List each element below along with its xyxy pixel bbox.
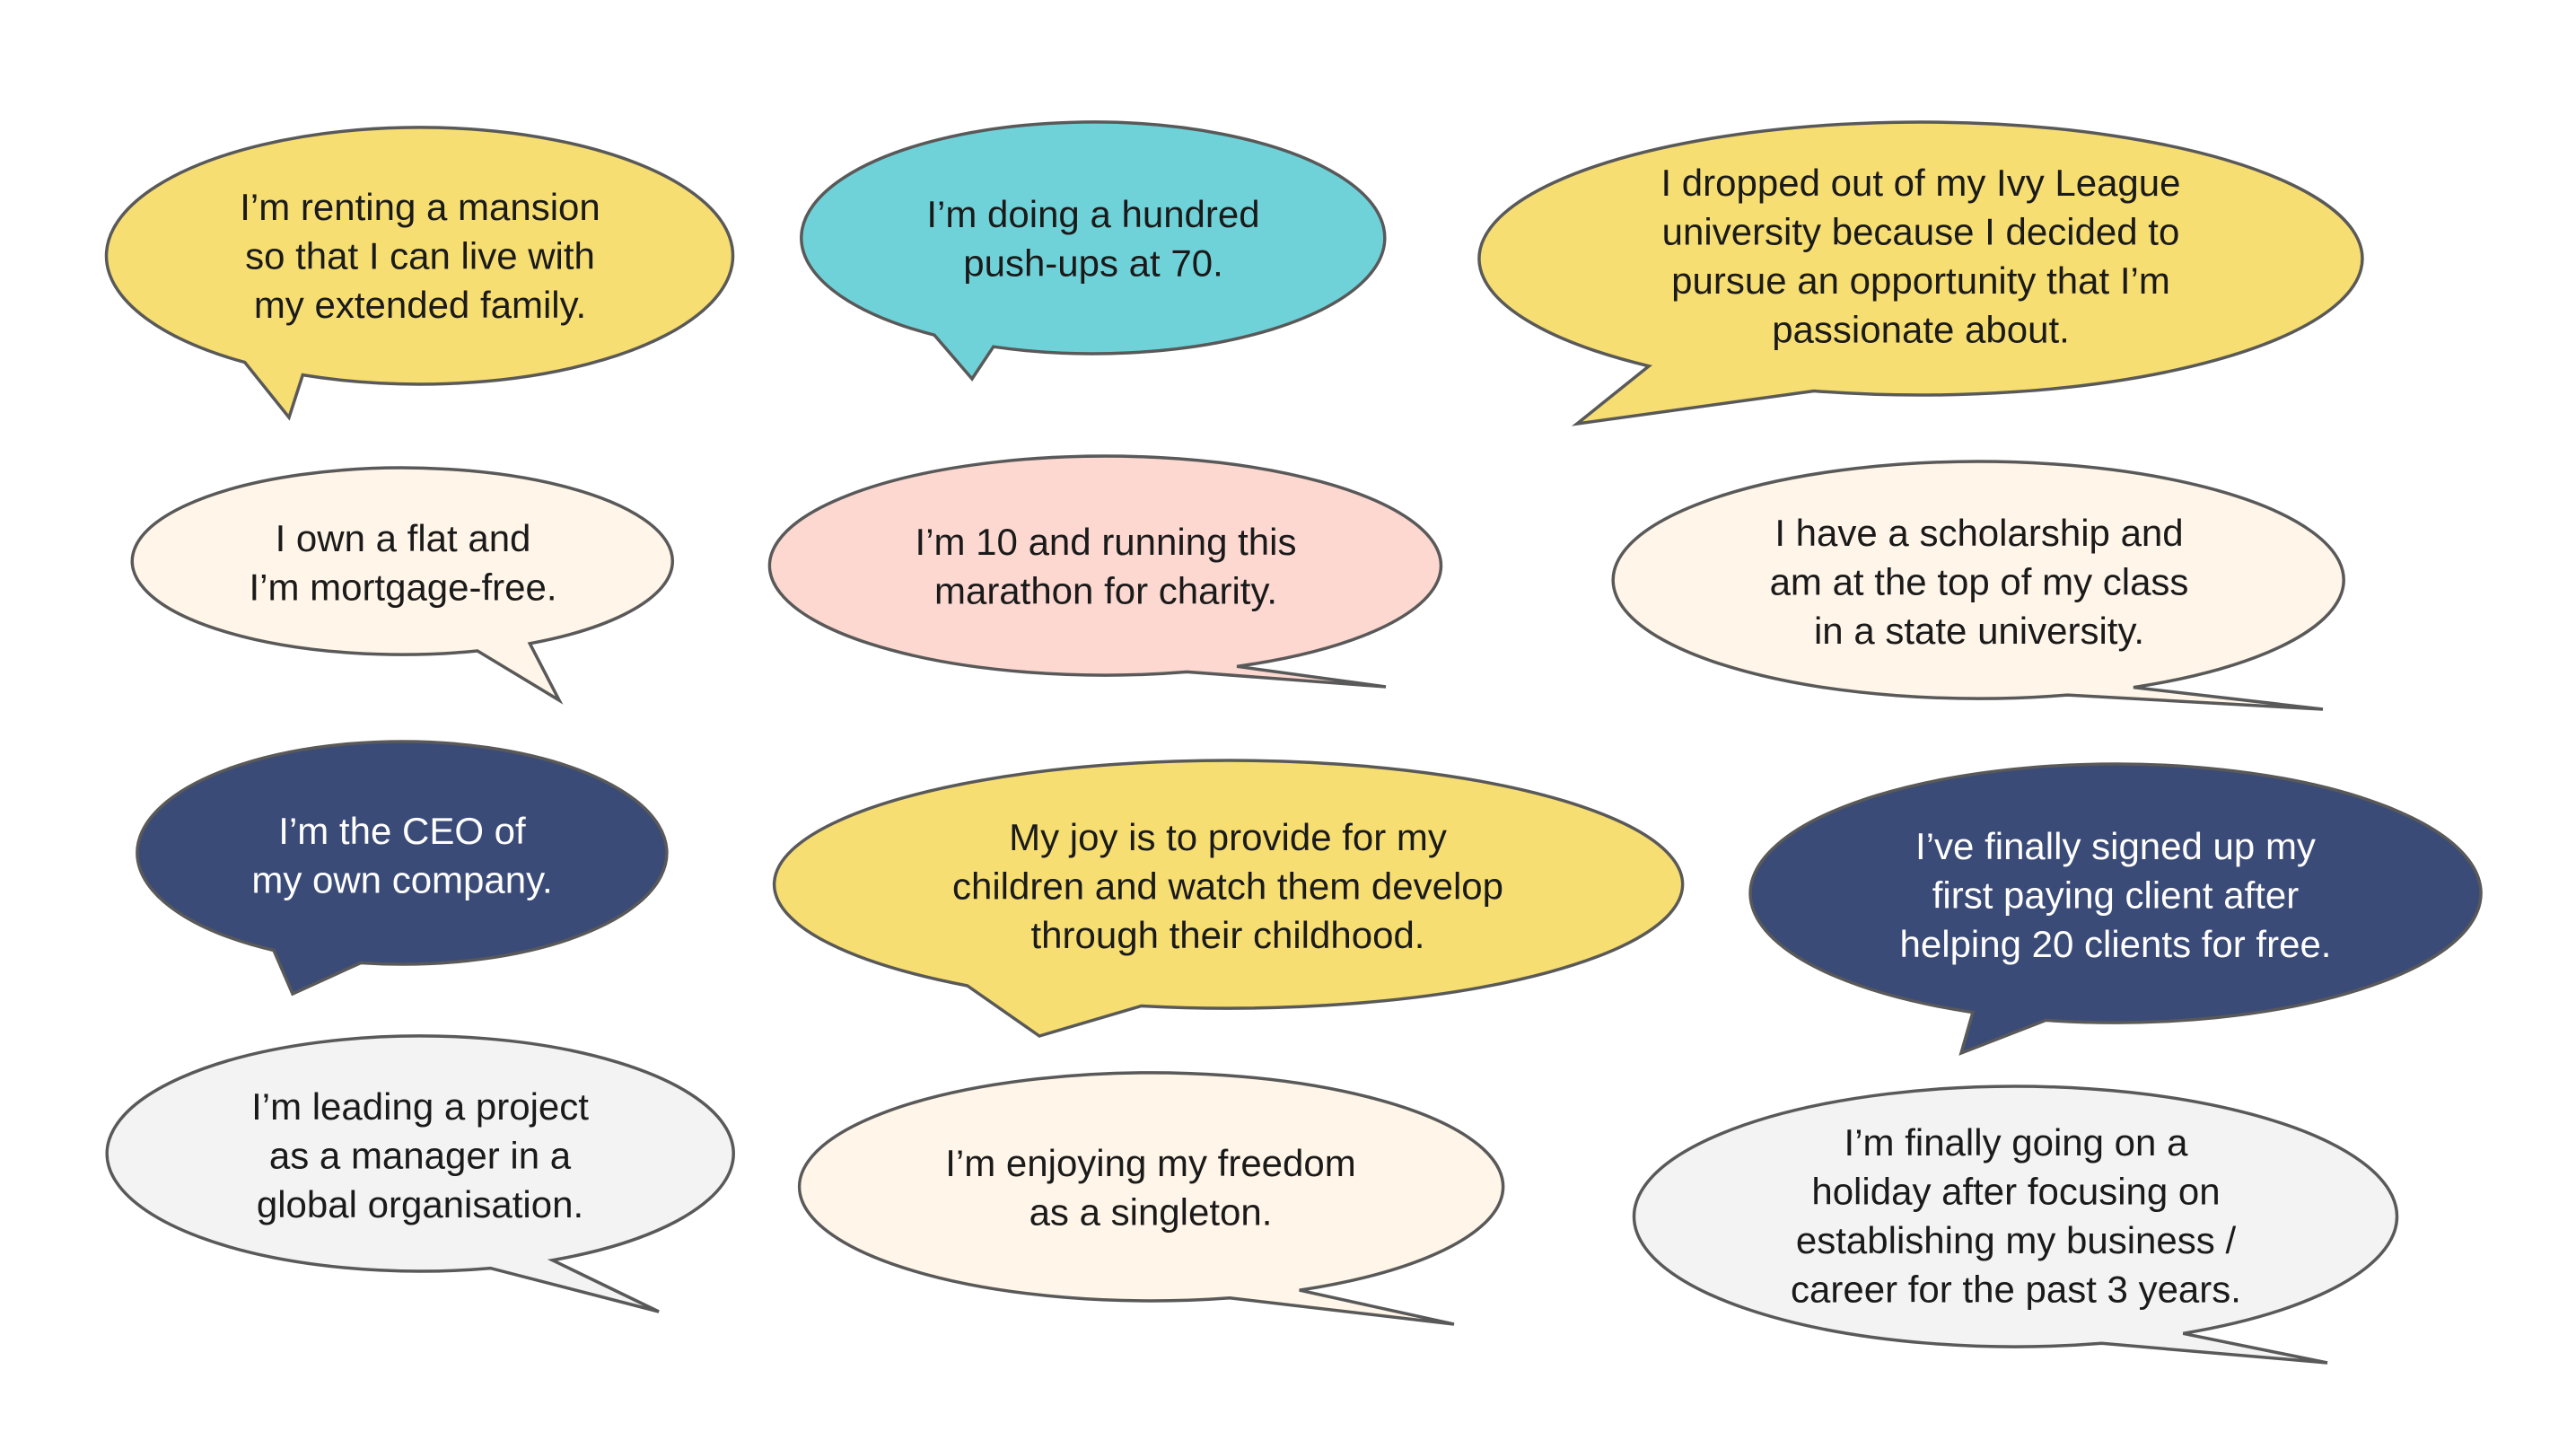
bubble-push-ups: I’m doing a hundred push-ups at 70. — [800, 120, 1387, 382]
bubble-renting-mansion: I’m renting a mansion so that I can live … — [104, 126, 735, 421]
speech-bubble-shape — [105, 1034, 735, 1313]
speech-bubble-line: career for the past 3 years. — [1791, 1269, 2241, 1311]
speech-bubble-shape — [1477, 120, 2364, 426]
bubble-marathon: I’m 10 and running this marathon for char… — [767, 454, 1443, 689]
speech-bubble-line: my extended family. — [254, 284, 586, 326]
bubble-scholarship: I have a scholarship and am at the top of… — [1611, 460, 2345, 711]
speech-bubble-line: am at the top of my class — [1770, 561, 2189, 603]
bubble-holiday: I’m finally going on a holiday after focu… — [1632, 1085, 2399, 1365]
bubble-children: My joy is to provide for my children and … — [772, 759, 1685, 1038]
speech-bubble-line: I own a flat and — [276, 517, 531, 559]
bubble-freedom: I’m enjoying my freedom as a singleton. — [797, 1071, 1505, 1326]
speech-bubble-line: I have a scholarship and — [1774, 512, 2183, 554]
speech-bubble-line: so that I can live with — [245, 235, 595, 277]
speech-bubble-line: I’m the CEO of — [278, 810, 526, 852]
speech-bubble-line: through their childhood. — [1031, 914, 1425, 956]
bubble-paying-client: I’ve finally signed up my first paying cl… — [1748, 762, 2483, 1056]
speech-bubble-line: as a singleton. — [1030, 1191, 1273, 1234]
bubble-ceo: I’m the CEO of my own company. — [136, 740, 669, 997]
speech-bubble-line: in a state university. — [1814, 610, 2144, 652]
speech-bubble-line: I’m finally going on a — [1844, 1121, 2189, 1164]
speech-bubble-line: I’ve finally signed up my — [1915, 825, 2316, 867]
bubble-ivy-league: I dropped out of my Ivy League university… — [1477, 120, 2364, 426]
speech-bubble-shape — [767, 454, 1443, 689]
speech-bubble-line: pursue an opportunity that I’m — [1671, 259, 2170, 302]
speech-bubble-line: I’m mortgage-free. — [249, 566, 556, 609]
speech-bubble-shape — [1611, 460, 2345, 711]
speech-bubble-line: establishing my business / — [1796, 1219, 2237, 1261]
speech-bubble-shape — [797, 1071, 1505, 1326]
speech-bubble-shape — [1748, 762, 2483, 1056]
speech-bubble-text: I’m enjoying my freedom as a singleton. — [945, 1142, 1356, 1234]
speech-bubble-text: I’m renting a mansion so that I can live … — [240, 186, 600, 326]
speech-bubble-line: My joy is to provide for my — [1009, 816, 1447, 858]
speech-bubble-shape — [772, 759, 1685, 1038]
speech-bubble-line: helping 20 clients for free. — [1900, 923, 2332, 965]
speech-bubble-line: children and watch them develop — [952, 865, 1503, 908]
speech-bubble-line: global organisation. — [257, 1183, 583, 1225]
speech-bubble-line: my own company. — [251, 859, 552, 901]
speech-bubble-line: passionate about. — [1772, 309, 2070, 351]
speech-bubble-text: My joy is to provide for my children and … — [952, 816, 1503, 956]
speech-bubble-line: I’m leading a project — [251, 1085, 589, 1128]
bubble-project-manager: I’m leading a project as a manager in a gl… — [105, 1034, 735, 1313]
speech-bubble-line: first paying client after — [1932, 874, 2300, 917]
speech-bubble-line: university because I decided to — [1662, 211, 2180, 253]
speech-bubble-text: I’m 10 and running this marathon for char… — [916, 521, 1297, 612]
speech-bubble-line: marathon for charity. — [934, 570, 1277, 612]
speech-bubble-text: I dropped out of my Ivy League university… — [1660, 162, 2180, 351]
speech-bubble-line: as a manager in a — [269, 1135, 572, 1177]
speech-bubble-text: I’m finally going on a holiday after focu… — [1791, 1121, 2241, 1311]
speech-bubble-text: I’ve finally signed up my first paying cl… — [1900, 825, 2332, 965]
speech-bubble-shape — [800, 120, 1387, 382]
speech-bubble-text: I have a scholarship and am at the top of… — [1770, 512, 2189, 652]
speech-bubble-text: I’m the CEO of my own company. — [251, 810, 552, 901]
speech-bubble-shape — [1632, 1085, 2399, 1365]
speech-bubble-line: I’m renting a mansion — [240, 186, 600, 228]
speech-bubble-line: holiday after focusing on — [1811, 1171, 2220, 1213]
speech-bubble-shape — [130, 466, 674, 705]
speech-bubble-line: I’m 10 and running this — [916, 521, 1297, 563]
speech-bubble-shape — [104, 126, 735, 421]
speech-bubble-line: I dropped out of my Ivy League — [1660, 162, 2180, 204]
speech-bubble-shape — [136, 740, 669, 997]
speech-bubble-line: I’m doing a hundred — [926, 193, 1259, 235]
speech-bubble-line: I’m enjoying my freedom — [945, 1142, 1356, 1184]
speech-bubble-text: I’m leading a project as a manager in a gl… — [251, 1085, 589, 1225]
speech-bubble-text: I’m doing a hundred push-ups at 70. — [926, 193, 1259, 285]
speech-bubble-line: push-ups at 70. — [963, 242, 1223, 285]
